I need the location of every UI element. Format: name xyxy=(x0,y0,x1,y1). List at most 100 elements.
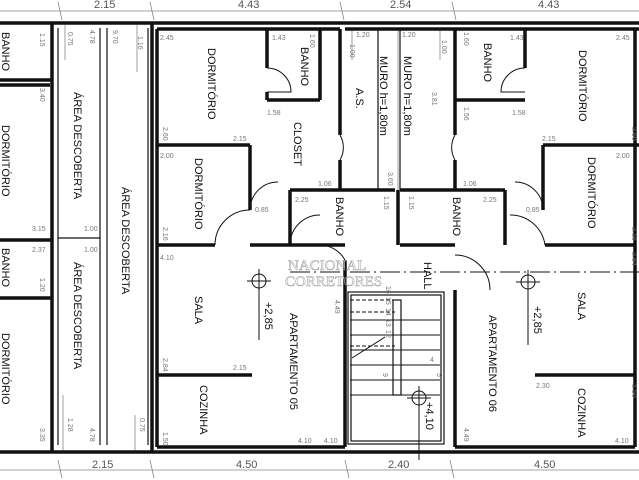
svg-text:1.20: 1.20 xyxy=(356,32,370,39)
svg-text:1.20: 1.20 xyxy=(402,32,416,39)
svg-text:2.00: 2.00 xyxy=(160,153,174,160)
svg-text:APARTAMENTO 06: APARTAMENTO 06 xyxy=(486,315,498,412)
svg-text:+2,85: +2,85 xyxy=(531,306,543,334)
svg-text:4.50: 4.50 xyxy=(236,459,257,471)
svg-text:1.00: 1.00 xyxy=(84,226,98,233)
svg-text:ÁREA DESCOBERTA: ÁREA DESCOBERTA xyxy=(71,92,84,200)
svg-text:2.54: 2.54 xyxy=(390,0,411,11)
svg-text:5: 5 xyxy=(435,373,442,377)
svg-text:NACIONAL: NACIONAL xyxy=(288,258,366,274)
svg-text:2.37: 2.37 xyxy=(32,247,46,254)
svg-text:1.50: 1.50 xyxy=(161,432,168,446)
walls xyxy=(0,21,639,454)
overall-dimensions: 2.15 4.43 2.54 4.43 2.15 4.50 2.40 4.50 xyxy=(92,0,559,471)
svg-text:A.S.: A.S. xyxy=(353,88,365,109)
svg-text:2.45: 2.45 xyxy=(160,35,174,42)
svg-text:CORRETORES: CORRETORES xyxy=(285,274,382,290)
svg-text:2.84: 2.84 xyxy=(161,358,168,372)
svg-text:3.35: 3.35 xyxy=(38,428,45,442)
svg-text:4.10: 4.10 xyxy=(298,438,312,445)
svg-text:+4,10: +4,10 xyxy=(423,402,435,430)
svg-text:BANHO: BANHO xyxy=(0,32,11,72)
svg-text:DORMITÓRIO: DORMITÓRIO xyxy=(0,125,12,197)
svg-text:SALA: SALA xyxy=(575,292,587,321)
svg-text:2.15: 2.15 xyxy=(233,136,247,143)
svg-text:4.10: 4.10 xyxy=(160,255,174,262)
svg-text:12: 12 xyxy=(384,330,391,338)
svg-text:4.78: 4.78 xyxy=(88,30,95,44)
svg-text:2.00: 2.00 xyxy=(616,153,630,160)
svg-text:4.10: 4.10 xyxy=(324,438,338,445)
svg-text:4.43: 4.43 xyxy=(238,0,259,11)
svg-text:1.56: 1.56 xyxy=(462,107,469,121)
svg-text:2.15: 2.15 xyxy=(542,136,556,143)
svg-text:BANHO: BANHO xyxy=(450,197,462,237)
svg-text:4.50: 4.50 xyxy=(534,459,555,471)
staircase xyxy=(290,271,639,445)
svg-text:1.58: 1.58 xyxy=(512,110,526,117)
svg-text:BANHO: BANHO xyxy=(333,197,345,237)
svg-text:1.20: 1.20 xyxy=(38,278,45,292)
svg-text:APARTAMENTO 05: APARTAMENTO 05 xyxy=(287,313,299,410)
svg-text:2.60: 2.60 xyxy=(630,127,637,141)
svg-text:2.15: 2.15 xyxy=(92,459,113,471)
svg-text:1.43: 1.43 xyxy=(510,35,524,42)
svg-text:1.06: 1.06 xyxy=(463,181,477,188)
svg-text:3.15: 3.15 xyxy=(32,226,46,233)
svg-text:COZINHA: COZINHA xyxy=(197,385,209,435)
svg-text:2.25: 2.25 xyxy=(295,197,309,204)
svg-text:DORMITÓRIO: DORMITÓRIO xyxy=(0,333,12,405)
svg-text:4.49: 4.49 xyxy=(462,428,469,442)
svg-text:1.00: 1.00 xyxy=(348,44,355,58)
svg-text:0.85: 0.85 xyxy=(526,207,540,214)
svg-text:2.45: 2.45 xyxy=(616,35,630,42)
svg-text:1.60: 1.60 xyxy=(462,32,469,46)
watermark-logo: NACIONAL CORRETORES xyxy=(285,258,383,291)
svg-text:BANHO: BANHO xyxy=(298,47,310,87)
svg-text:9.70: 9.70 xyxy=(111,30,118,44)
svg-text:1.58: 1.58 xyxy=(267,110,281,117)
svg-text:3.60: 3.60 xyxy=(386,172,393,186)
svg-text:4.43: 4.43 xyxy=(538,0,559,11)
level-markers xyxy=(247,269,540,460)
svg-text:2.16: 2.16 xyxy=(630,227,637,241)
doors xyxy=(214,67,546,291)
svg-text:2.15: 2.15 xyxy=(94,0,115,11)
svg-text:3.81: 3.81 xyxy=(430,92,437,106)
svg-text:2.30: 2.30 xyxy=(536,383,550,390)
svg-text:0.75: 0.75 xyxy=(66,32,73,46)
svg-text:ÁREA DESCOBERTA: ÁREA DESCOBERTA xyxy=(119,187,132,295)
svg-text:1.60: 1.60 xyxy=(308,34,315,48)
svg-text:CLOSET: CLOSET xyxy=(291,122,303,166)
svg-text:+2,85: +2,85 xyxy=(262,302,274,330)
svg-text:SALA: SALA xyxy=(192,296,204,325)
stair-step-numbers: 16 15 14 13 12 4 5 9 xyxy=(381,286,442,377)
svg-text:MURO h=1,80m: MURO h=1,80m xyxy=(377,56,389,136)
svg-text:2.60: 2.60 xyxy=(161,127,168,141)
svg-text:0.85: 0.85 xyxy=(255,207,269,214)
svg-text:3.40: 3.40 xyxy=(38,88,45,102)
svg-text:4.10: 4.10 xyxy=(615,438,629,445)
windows xyxy=(51,75,636,395)
svg-text:1.43: 1.43 xyxy=(272,35,286,42)
svg-text:2.84: 2.84 xyxy=(630,252,637,266)
svg-text:4.78: 4.78 xyxy=(88,428,95,442)
svg-text:HALL: HALL xyxy=(421,262,433,290)
svg-text:1.15: 1.15 xyxy=(407,196,414,210)
svg-text:1.00: 1.00 xyxy=(84,247,98,254)
svg-text:2.40: 2.40 xyxy=(388,459,409,471)
svg-text:DORMITÓRIO: DORMITÓRIO xyxy=(205,48,218,120)
svg-text:BANHO: BANHO xyxy=(0,248,11,288)
svg-text:MURO h=1,80m: MURO h=1,80m xyxy=(401,56,413,136)
svg-text:ÁREA DESCOBERTA: ÁREA DESCOBERTA xyxy=(71,262,84,370)
svg-text:2.15: 2.15 xyxy=(233,365,247,372)
room-labels: BANHO DORMITÓRIO BANHO DORMITÓRIO ÁREA D… xyxy=(0,32,598,438)
svg-text:2.25: 2.25 xyxy=(483,197,497,204)
svg-text:9: 9 xyxy=(381,373,388,377)
svg-text:1.50: 1.50 xyxy=(630,384,637,398)
svg-text:1.15: 1.15 xyxy=(382,196,389,210)
svg-text:DORMITÓRIO: DORMITÓRIO xyxy=(585,157,598,229)
svg-text:1.06: 1.06 xyxy=(318,181,332,188)
svg-text:13: 13 xyxy=(384,319,391,327)
